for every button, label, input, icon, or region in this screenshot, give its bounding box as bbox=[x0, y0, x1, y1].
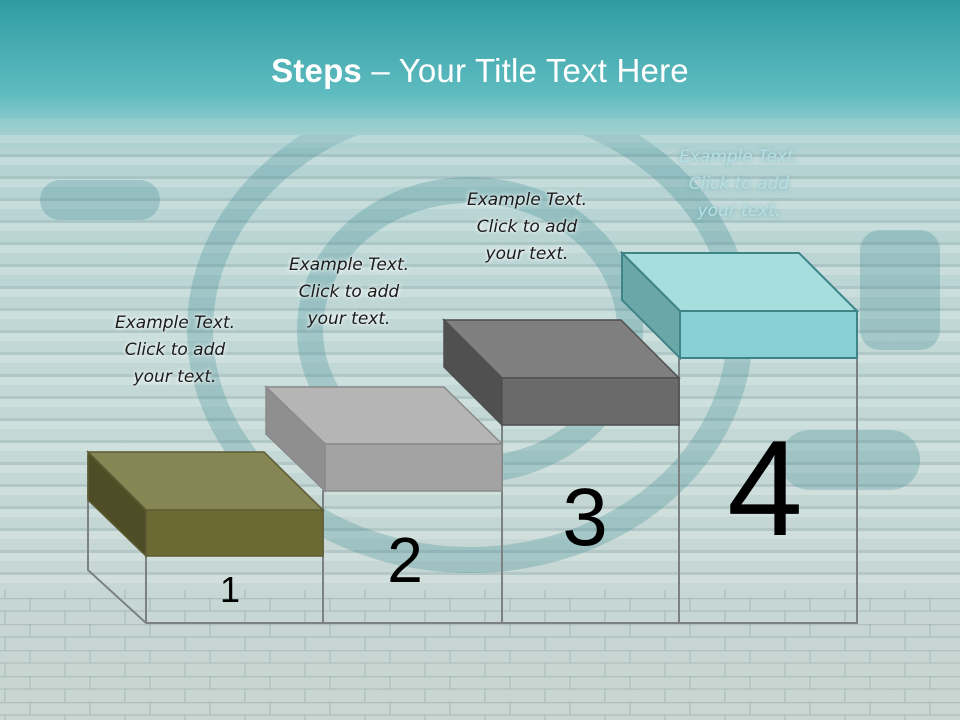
step-number-4: 4 bbox=[727, 412, 803, 564]
title-bold: Steps bbox=[271, 52, 362, 89]
step-number-2: 2 bbox=[387, 524, 423, 596]
step-block-2[interactable] bbox=[264, 385, 504, 493]
caption-line: Example Text. bbox=[288, 255, 410, 275]
caption-line: your text. bbox=[307, 309, 391, 329]
title-text: – Your Title Text Here bbox=[362, 52, 689, 89]
slide-title[interactable]: Steps – Your Title Text Here bbox=[0, 52, 960, 90]
caption-line: your text. bbox=[697, 201, 781, 221]
step-block-2-front bbox=[324, 443, 503, 492]
caption-line: Click to add bbox=[124, 340, 226, 360]
caption-line: Example Text. bbox=[678, 147, 800, 167]
caption-line: your text. bbox=[133, 367, 217, 387]
step-block-4[interactable] bbox=[619, 250, 860, 361]
step-number-1: 1 bbox=[219, 569, 241, 610]
caption-line: Click to add bbox=[298, 282, 400, 302]
step-block-4-front bbox=[679, 310, 858, 359]
caption-line: Click to add bbox=[688, 174, 790, 194]
step-caption-4[interactable]: Example Text. Click to add your text. bbox=[654, 144, 824, 225]
caption-line: Example Text. bbox=[114, 313, 236, 333]
step-caption-2[interactable]: Example Text. Click to add your text. bbox=[264, 252, 434, 333]
step-block-1[interactable] bbox=[86, 450, 325, 558]
caption-line: your text. bbox=[485, 244, 569, 264]
step-number-3: 3 bbox=[562, 472, 608, 563]
step-caption-3[interactable]: Example Text. Click to add your text. bbox=[442, 187, 612, 268]
step-caption-1[interactable]: Example Text. Click to add your text. bbox=[90, 310, 260, 391]
caption-line: Example Text. bbox=[466, 190, 588, 210]
step-block-3[interactable] bbox=[442, 318, 681, 427]
step-block-1-front bbox=[145, 509, 324, 557]
caption-line: Click to add bbox=[476, 217, 578, 237]
step-block-3-front bbox=[501, 377, 680, 426]
